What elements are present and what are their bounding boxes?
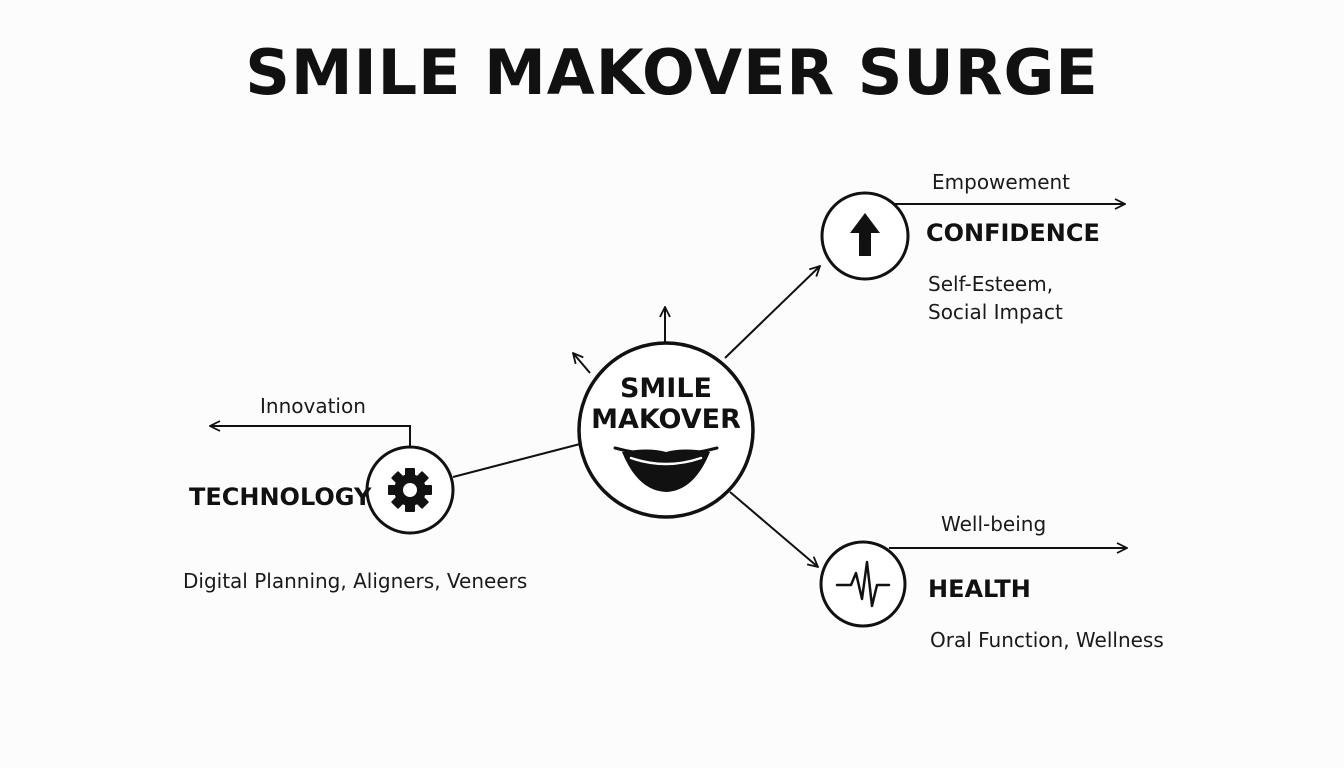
confidence-flow-label: Empowement bbox=[932, 170, 1071, 194]
hub-label-line1: SMILE bbox=[619, 373, 712, 404]
gear-icon bbox=[388, 468, 432, 512]
health-title: HEALTH bbox=[928, 575, 1031, 603]
heartbeat-icon bbox=[835, 560, 891, 608]
technology-node bbox=[365, 445, 455, 535]
hub-label-line2: MAKOVER bbox=[591, 404, 741, 435]
up-arrow-icon bbox=[850, 213, 880, 256]
hub-node bbox=[577, 341, 755, 519]
connector-health bbox=[729, 491, 818, 567]
confidence-title: CONFIDENCE bbox=[926, 219, 1100, 247]
confidence-details-line2: Social Impact bbox=[928, 300, 1063, 324]
technology-flow-label: Innovation bbox=[260, 394, 366, 418]
technology-details: Digital Planning, Aligners, Veneers bbox=[183, 569, 528, 593]
technology-flow-arrow bbox=[210, 426, 411, 447]
page-title: SMILE MAKOVER SURGE bbox=[245, 36, 1099, 109]
connector-confidence bbox=[724, 266, 820, 359]
smile-lips-icon bbox=[613, 446, 719, 492]
confidence-node bbox=[820, 191, 910, 281]
technology-title: TECHNOLOGY bbox=[189, 483, 372, 511]
health-node bbox=[819, 540, 907, 628]
health-details: Oral Function, Wellness bbox=[930, 628, 1164, 652]
health-flow-label: Well-being bbox=[941, 512, 1047, 536]
hub-circle bbox=[577, 341, 755, 519]
hub-upleft-arrow bbox=[573, 353, 591, 374]
confidence-details-line1: Self-Esteem, bbox=[928, 272, 1054, 296]
connector-technology bbox=[452, 443, 581, 478]
